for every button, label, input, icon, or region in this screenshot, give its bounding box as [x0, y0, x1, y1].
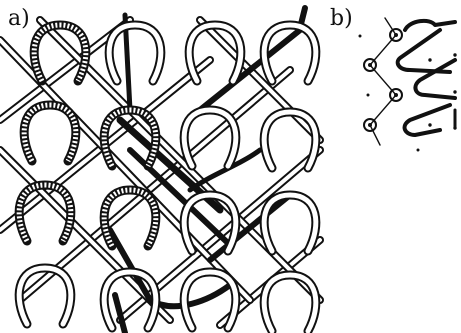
stitch-notation-icon: [359, 18, 456, 151]
loop-r3-c4: [264, 195, 316, 251]
loop-r4-c4: [264, 275, 316, 331]
bold-yarn-icon: [110, 8, 305, 333]
loop-r1-c2: [109, 25, 161, 81]
loop-r2-c1: [24, 105, 76, 161]
loop-r2-c4: [264, 112, 316, 168]
